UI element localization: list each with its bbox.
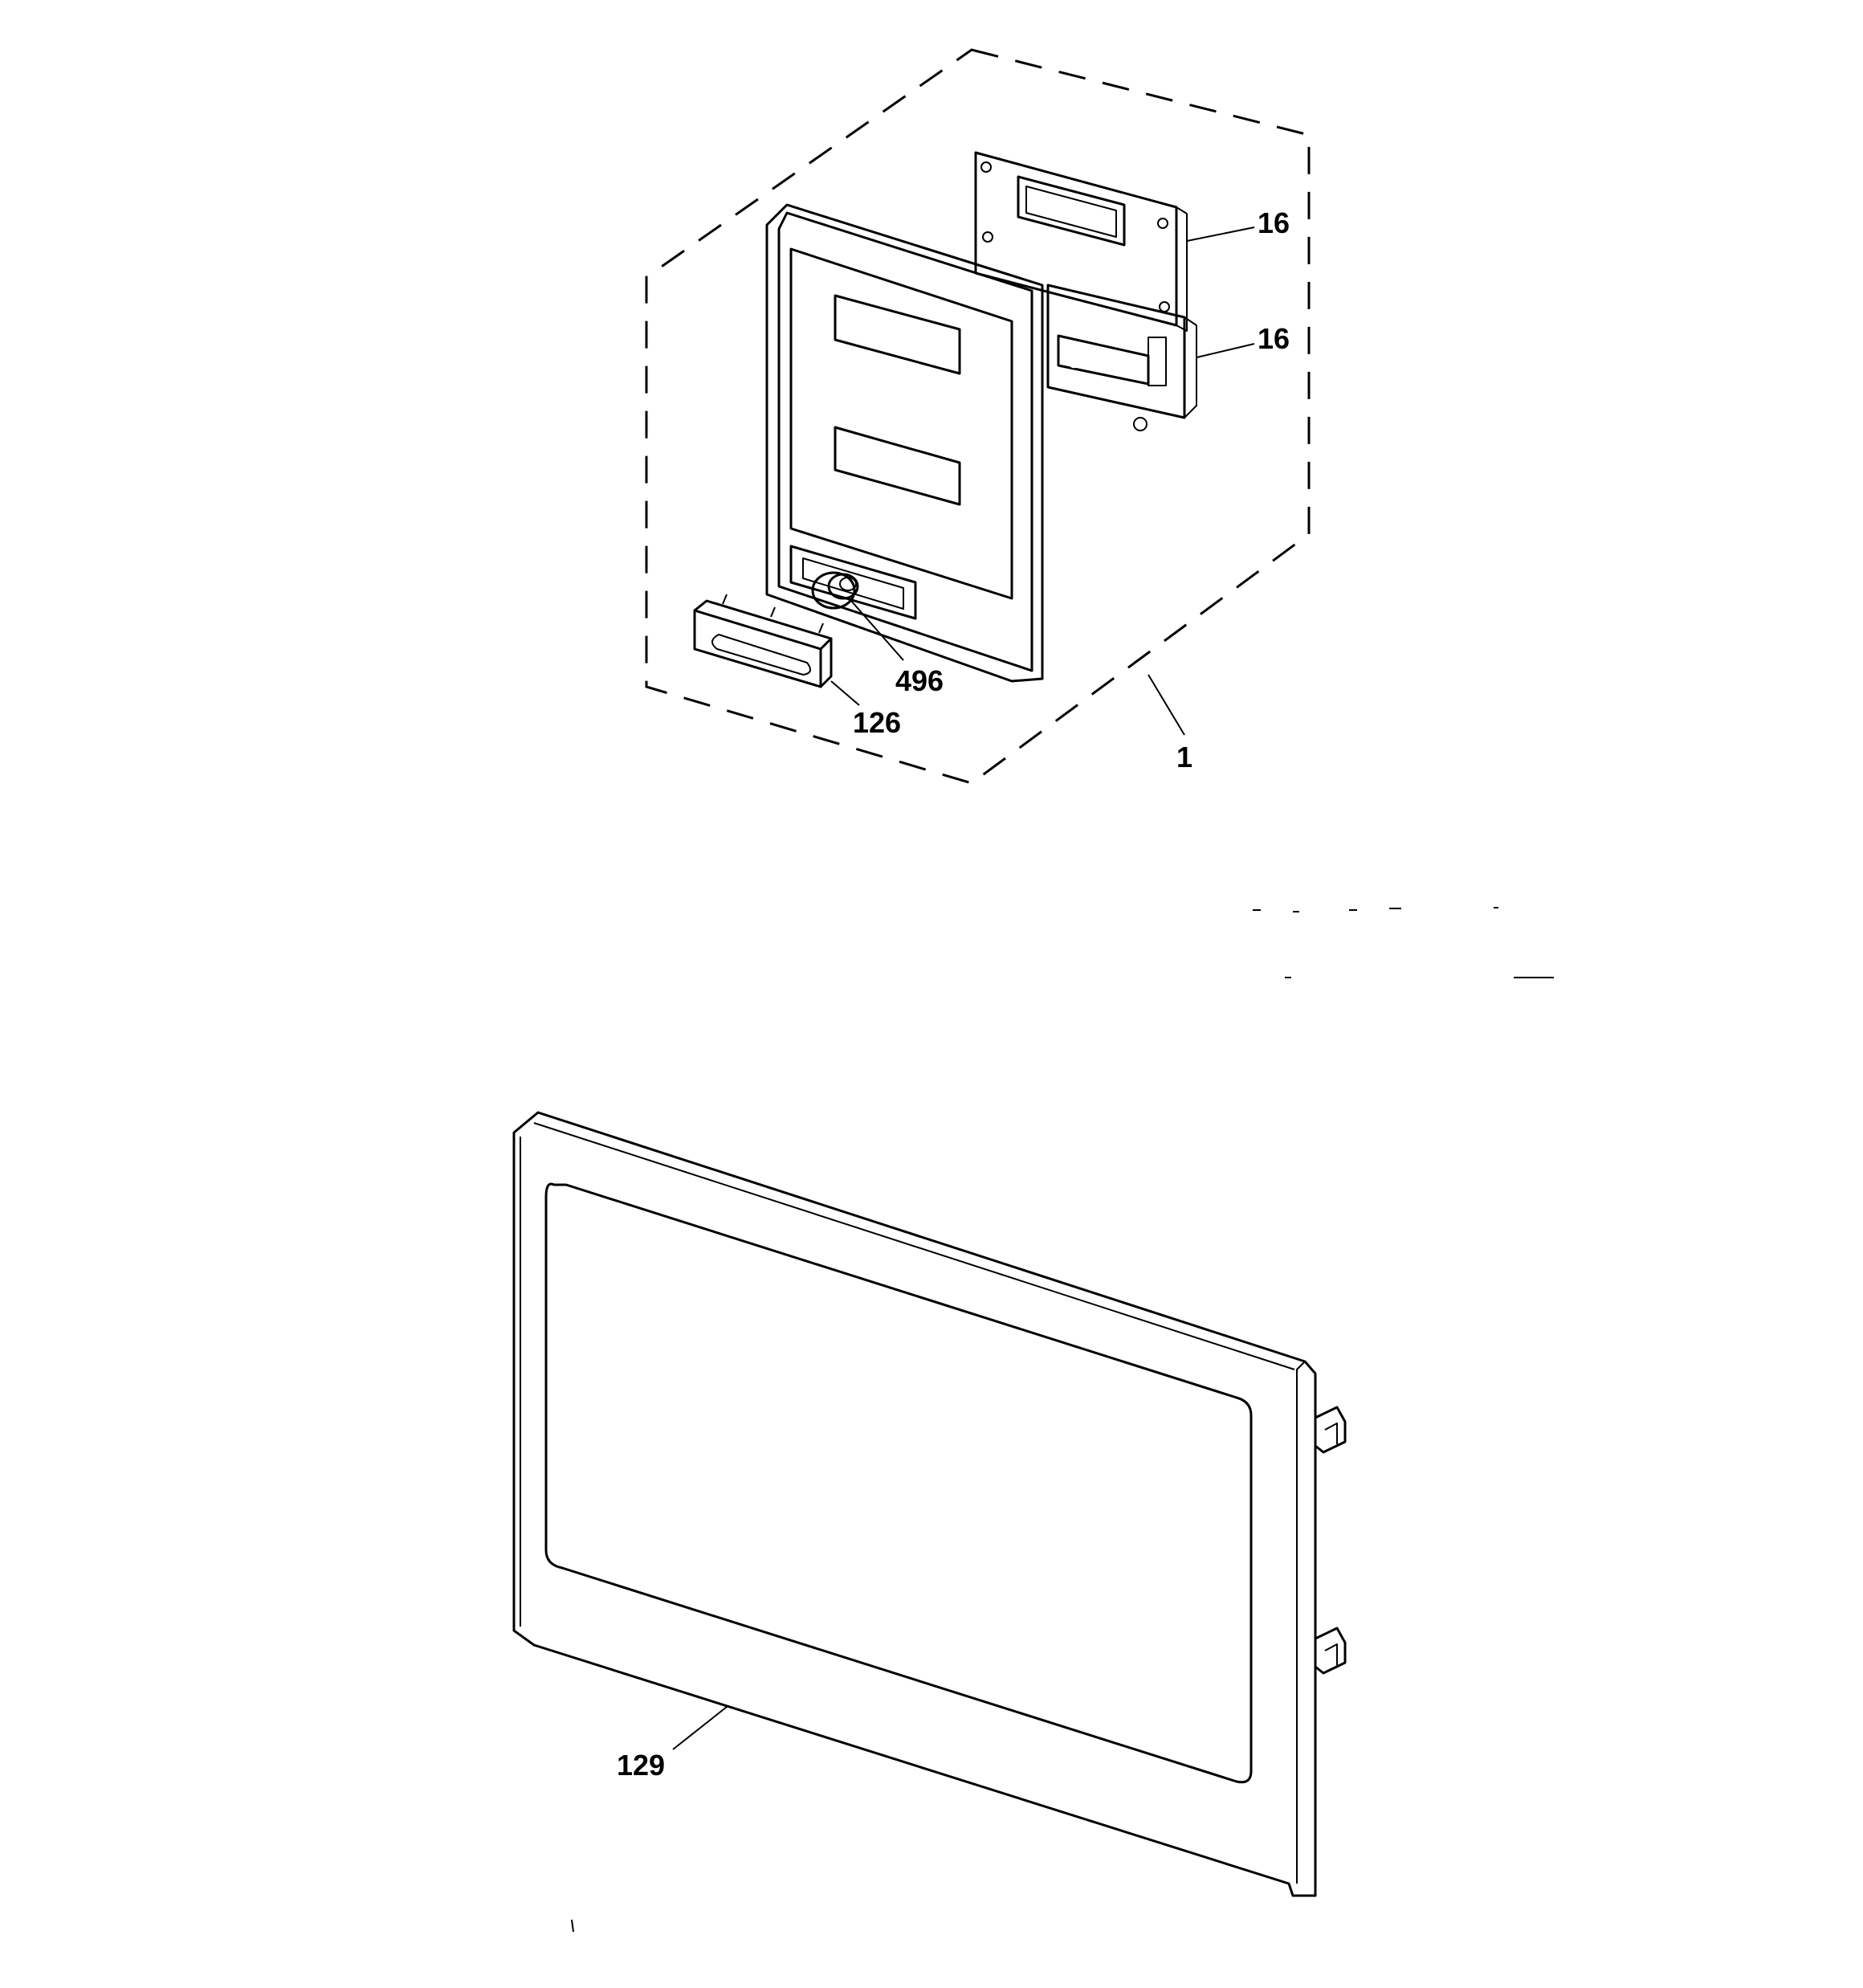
- leader-board-upper: [1186, 227, 1255, 242]
- display-board: 88 88: [1046, 284, 1197, 431]
- callout-16-upper: 16: [1258, 206, 1290, 239]
- knob-496: [811, 571, 904, 661]
- key-window-lower: [834, 426, 961, 506]
- callout-1: 1: [1176, 741, 1192, 774]
- control-panel: [765, 203, 1044, 683]
- latch-126: [693, 594, 860, 706]
- callout-16-middle: 16: [1258, 322, 1290, 355]
- control-board-upper: [974, 151, 1188, 332]
- callout-496: 496: [895, 664, 944, 697]
- door-129: [512, 1111, 1347, 1897]
- leader-board-mid: [1196, 343, 1255, 358]
- callout-129: 129: [617, 1749, 665, 1782]
- leader-assembly: [1148, 674, 1185, 736]
- key-window-upper: [834, 294, 961, 375]
- stray-marks: [571, 907, 1554, 1933]
- display-digits: 88 88: [1068, 350, 1131, 374]
- assembly-boundary: [645, 48, 1311, 785]
- callout-126: 126: [853, 706, 901, 739]
